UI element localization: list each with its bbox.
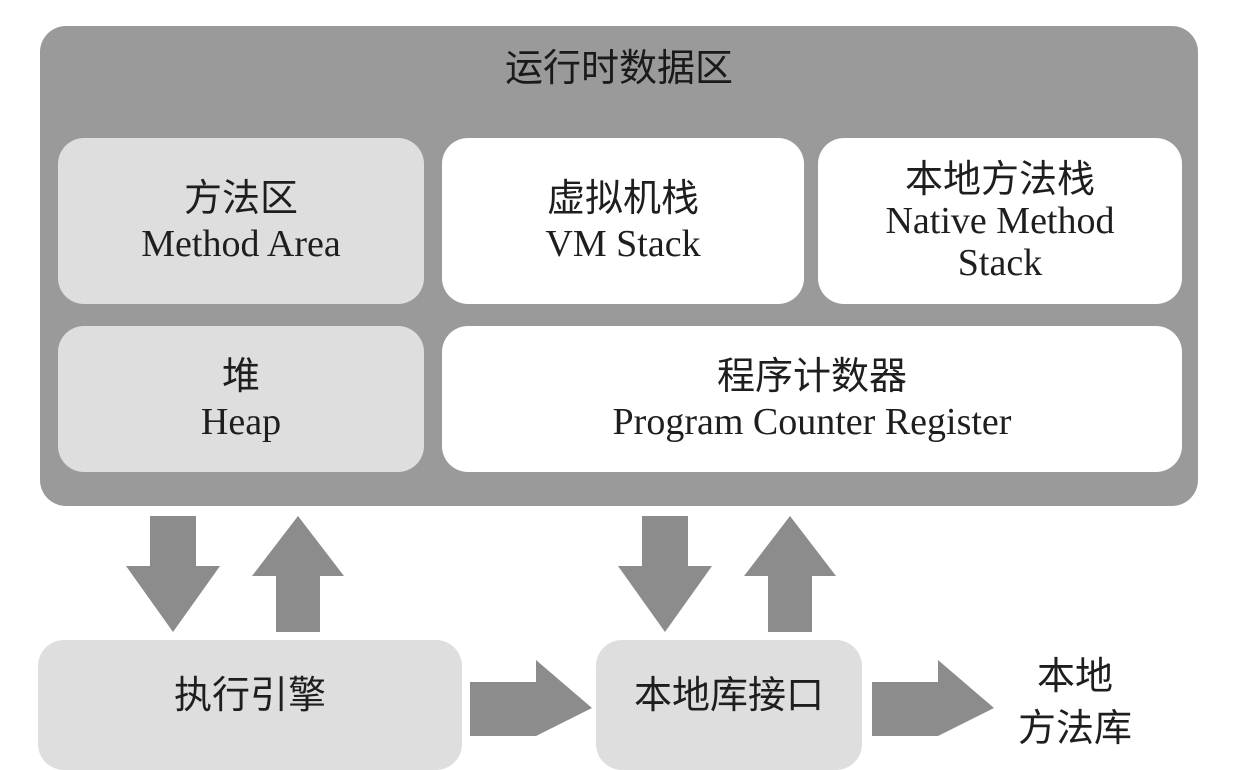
native-method-stack-box: 本地方法栈 Native Method Stack: [818, 138, 1182, 304]
native-interface-box: 本地库接口: [596, 640, 862, 770]
program-counter-register-en-label: Program Counter Register: [612, 401, 1012, 443]
execution-engine-box: 执行引擎: [38, 640, 462, 770]
heap-en-label: Heap: [200, 401, 282, 443]
up-arrow-icon: [744, 516, 836, 632]
vm-stack-box: 虚拟机栈 VM Stack: [442, 138, 804, 304]
down-arrow-icon: [126, 516, 220, 632]
arrows-layer: [126, 516, 994, 736]
native-library-line2: 方法库: [1017, 706, 1132, 750]
vm-stack-zh-label: 虚拟机栈: [546, 176, 699, 220]
vm-stack-en-label: VM Stack: [545, 223, 701, 265]
program-counter-register-box: 程序计数器 Program Counter Register: [442, 326, 1182, 472]
native-method-stack-en-line2: Stack: [957, 242, 1043, 284]
execution-engine-label: 执行引擎: [173, 673, 326, 717]
heap-box: 堆 Heap: [58, 326, 424, 472]
method-area-zh-label: 方法区: [183, 176, 298, 220]
native-method-stack-en-line1: Native Method: [885, 200, 1115, 242]
native-library-line1: 本地: [1036, 654, 1113, 698]
right-arrow-icon: [470, 660, 592, 736]
native-interface-label: 本地库接口: [633, 673, 824, 717]
down-arrow-icon: [618, 516, 712, 632]
method-area-en-label: Method Area: [141, 223, 341, 265]
runtime-data-area-title: 运行时数据区: [504, 46, 733, 90]
native-library-text: 本地 方法库: [1000, 650, 1150, 754]
heap-zh-label: 堆: [221, 354, 260, 398]
native-method-stack-zh-label: 本地方法栈: [904, 157, 1095, 201]
method-area-box: 方法区 Method Area: [58, 138, 424, 304]
right-arrow-icon: [872, 660, 994, 736]
program-counter-register-zh-label: 程序计数器: [716, 354, 907, 398]
up-arrow-icon: [252, 516, 344, 632]
